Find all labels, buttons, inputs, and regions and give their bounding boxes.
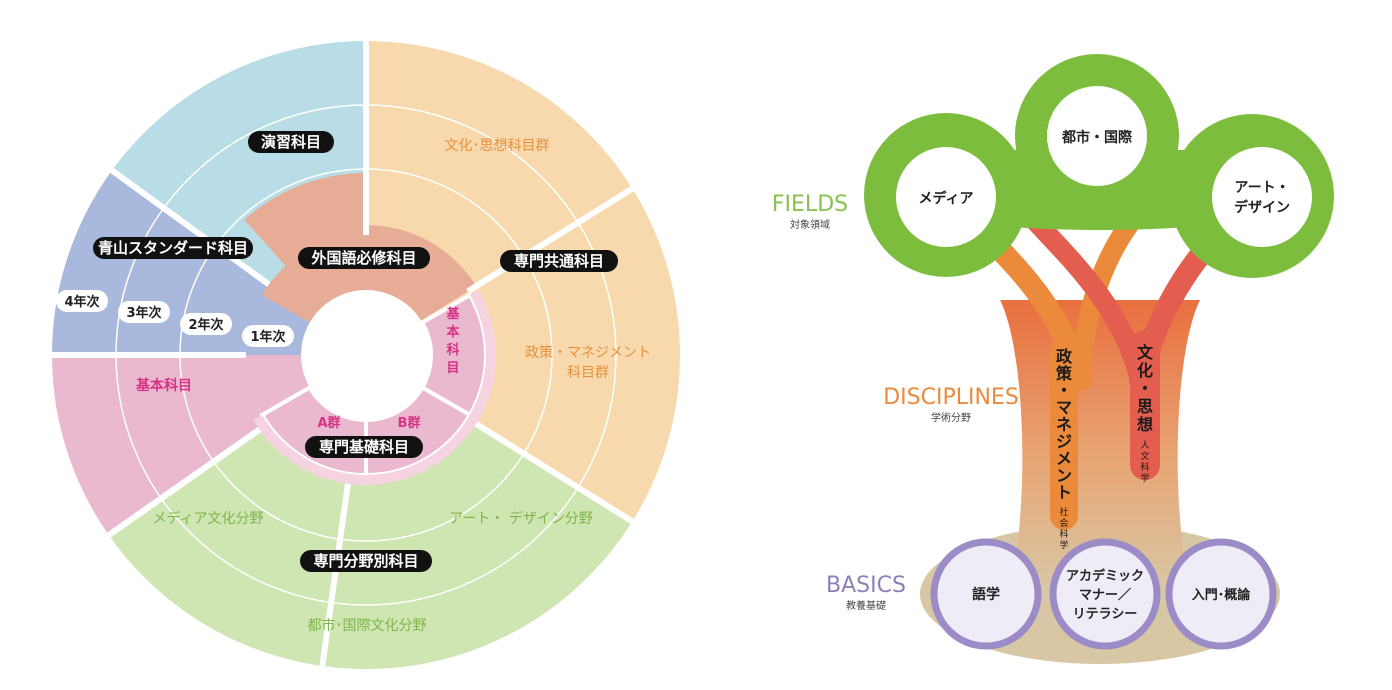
trunk-char: 文 xyxy=(1137,343,1154,362)
senmon-kyotsu-pill: 専門共通科目 xyxy=(500,250,618,272)
enshu-pill: 演習科目 xyxy=(248,131,334,153)
year-ring xyxy=(115,104,617,606)
field-circle-toshi xyxy=(1047,86,1147,186)
seisaku-label-line1: 政策・マネジメント xyxy=(525,344,651,361)
trunk-char: 思 xyxy=(1137,397,1153,416)
year-3-pill: 3年次 xyxy=(118,301,170,323)
trunk-char: ジ xyxy=(1056,432,1072,451)
canopy xyxy=(864,54,1334,278)
year-4-pill: 4年次 xyxy=(56,290,108,312)
sector-divider xyxy=(106,165,271,287)
trunk-char: ン xyxy=(1056,466,1072,485)
year-1-label: 1年次 xyxy=(250,329,285,345)
year-2-label: 2年次 xyxy=(188,317,223,333)
basic-circle-gogaku xyxy=(930,538,1042,650)
trunk-subchar: 文 xyxy=(1140,450,1149,462)
a-group-label: A群 xyxy=(317,415,340,431)
fields-subtitle: 対象領域 xyxy=(790,218,830,231)
sector-bunyabetsu xyxy=(105,355,636,673)
trunk-subchar: 社 xyxy=(1059,506,1068,518)
field-art-label-2: デザイン xyxy=(1234,199,1290,216)
senmon-kiso-pill: 専門基礎科目 xyxy=(305,436,423,458)
basic-academic-label-3: リテラシー xyxy=(1073,607,1138,622)
bunyabetsu-pill: 専門分野別科目 xyxy=(300,550,432,572)
basic-academic-label-1: アカデミック xyxy=(1066,568,1144,584)
trunk-subchar: 会 xyxy=(1059,517,1068,529)
media-label: メディア文化分野 xyxy=(152,510,263,527)
trunk-band-left xyxy=(1050,340,1078,530)
kihon-inner-label: 基本科目 xyxy=(445,306,460,376)
trunk-char: ・ xyxy=(1137,379,1153,398)
b-group-label: B群 xyxy=(398,415,421,431)
field-media-label: メディア xyxy=(918,190,973,207)
disciplines-subtitle: 学術分野 xyxy=(931,411,971,424)
trunk-char: 策 xyxy=(1055,364,1073,383)
trunk-subchar: 人 xyxy=(1140,440,1149,451)
trunk-char: メ xyxy=(1056,449,1072,468)
basic-academic-label-2: マナー／ xyxy=(1079,587,1131,603)
enshu-label: 演習科目 xyxy=(261,133,321,151)
basic-gogaku-label: 語学 xyxy=(972,586,1000,603)
trunk-band-right xyxy=(1130,330,1160,480)
sector-divider xyxy=(466,183,638,294)
seisaku-label-line2: 科目群 xyxy=(567,365,609,381)
trunk-char: ネ xyxy=(1056,415,1072,434)
trunk-subchar: 科 xyxy=(1140,461,1149,473)
basics-title: BASICS xyxy=(826,573,906,598)
year-2-pill: 2年次 xyxy=(180,313,232,335)
sector-divider xyxy=(466,416,638,527)
gaikokugo-label: 外国語必修科目 xyxy=(310,249,416,267)
basic-nyumon-label: 入門･概論 xyxy=(1192,587,1252,603)
year-ring xyxy=(179,168,553,542)
curriculum-wheel: 演習科目 青山スタンダード科目 外国語必修科目 専門共通科目 専門基礎科目 専門… xyxy=(44,33,688,677)
year-1-pill: 1年次 xyxy=(242,325,294,347)
trunk-char: 化 xyxy=(1137,361,1153,380)
field-circle-media xyxy=(896,147,996,247)
art-label: アート・ デザイン分野 xyxy=(449,510,593,527)
year-3-label: 3年次 xyxy=(126,305,161,321)
gaikokugo-pill: 外国語必修科目 xyxy=(298,247,430,269)
senmon-kyotsu-label: 専門共通科目 xyxy=(514,252,604,270)
trunk-subchar: 科 xyxy=(1059,528,1068,540)
toshi-label: 都市･国際文化分野 xyxy=(308,617,427,634)
field-art-label-1: アート・ xyxy=(1234,180,1289,196)
basic-circle-academic xyxy=(1049,538,1161,650)
disciplines-title: DISCIPLINES xyxy=(883,385,1019,410)
fields-title: FIELDS xyxy=(772,192,848,217)
trunk-char: ・ xyxy=(1056,381,1072,400)
field-toshi-label: 都市・国際 xyxy=(1061,129,1133,146)
trunk-char: マ xyxy=(1056,398,1072,417)
basics-subtitle: 教養基礎 xyxy=(846,599,886,612)
field-circle-art xyxy=(1212,147,1312,247)
kihon-label: 基本科目 xyxy=(136,377,192,394)
trunk-subchar: 学 xyxy=(1059,539,1068,551)
trunk-char: 政 xyxy=(1056,347,1073,366)
wheel-center-hole xyxy=(301,290,431,420)
bunyabetsu-label: 専門分野別科目 xyxy=(313,552,418,570)
wheel-rings xyxy=(44,33,688,677)
basic-circle-nyumon xyxy=(1165,538,1277,650)
trunk-char: ト xyxy=(1056,483,1072,502)
sector-divider xyxy=(103,421,270,540)
trunk-char: 想 xyxy=(1136,415,1153,434)
senmon-kiso-label: 専門基礎科目 xyxy=(319,438,409,456)
trunk-subchar: 学 xyxy=(1140,472,1149,484)
year-ring xyxy=(44,33,688,677)
aoyama-pill: 青山スタンダード科目 xyxy=(93,237,253,259)
aoyama-label: 青山スタンダード科目 xyxy=(98,239,248,257)
bunka-shiso-label: 文化･思想科目群 xyxy=(445,138,550,154)
year-4-label: 4年次 xyxy=(64,294,99,310)
